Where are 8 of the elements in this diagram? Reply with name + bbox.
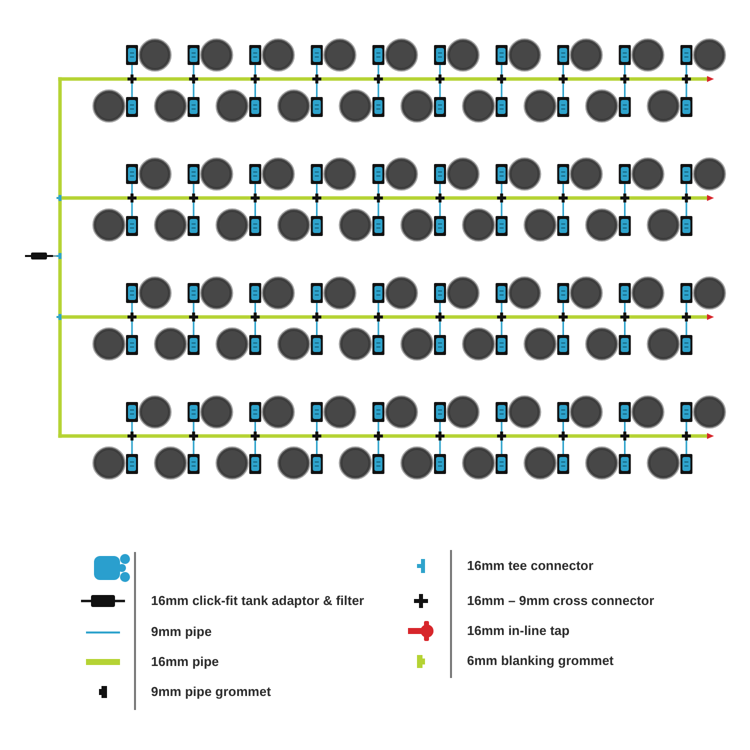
legend-text: 9mm pipe: [151, 624, 212, 640]
legend-text: 16mm click-fit tank adaptor & filter: [151, 593, 364, 609]
legend-text: 16mm tee connector: [467, 558, 594, 574]
legend-text: 16mm – 9mm cross connector: [467, 593, 654, 609]
legend-text: 16mm in-line tap: [467, 623, 570, 639]
legend-text: 16mm pipe: [151, 654, 219, 670]
legend-text: 6mm blanking grommet: [467, 653, 614, 669]
legend-text: 9mm pipe grommet: [151, 684, 271, 700]
